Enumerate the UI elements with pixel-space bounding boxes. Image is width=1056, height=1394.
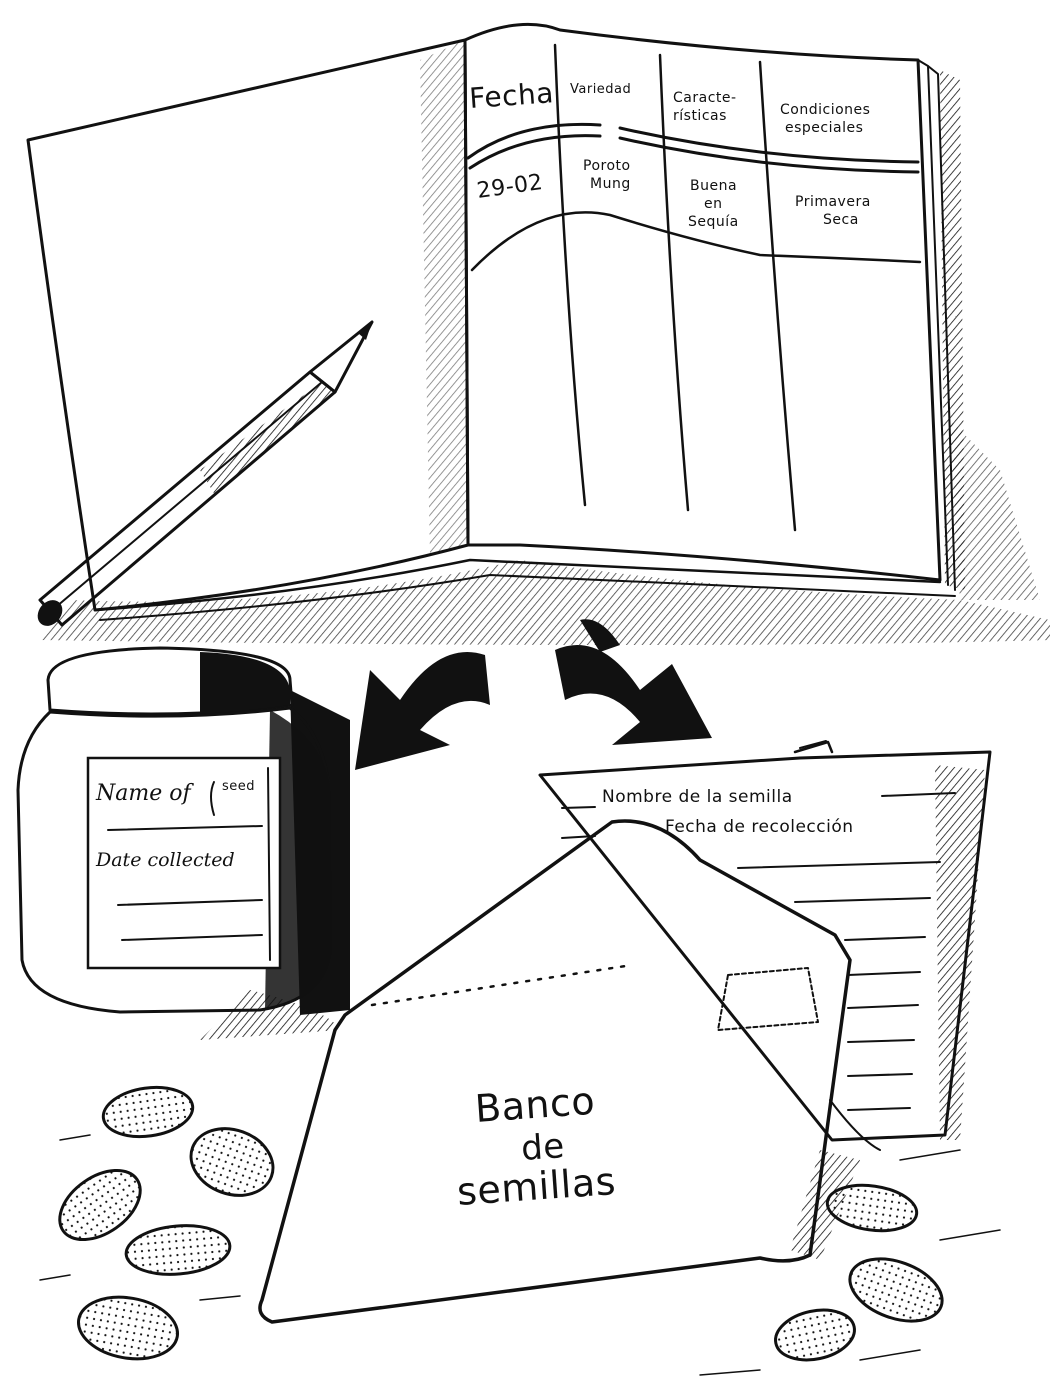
row-variedad-1: Poroto [583,158,631,174]
envelope-line-3: semillas [456,1159,618,1214]
header-condiciones-2: especiales [785,120,863,136]
header-variedad: Variedad [570,82,631,97]
form-fields: Nombre de la semilla Fecha de recolecció… [602,787,854,837]
envelope-line-1: Banco [474,1079,597,1131]
row-cond-2: Seca [823,212,859,228]
ledger-table: Fecha Variedad Caracte- rísticas Condici… [468,76,871,230]
pencil-icon [33,322,372,631]
envelope-text: Banco de semillas [456,1079,618,1214]
open-book-icon [28,24,1050,645]
row-cond-1: Primavera [795,194,871,210]
form-seed-name: Nombre de la semilla [602,787,793,807]
row-variedad-2: Mung [590,176,631,192]
header-condiciones-1: Condiciones [780,102,870,118]
header-caracteristicas-1: Caracte- [673,90,737,106]
row-caract-2: en [704,196,723,212]
form-collection-date: Fecha de recolección [665,817,854,837]
row-caract-1: Buena [690,178,737,194]
jar-name-value: seed [222,779,255,794]
header-fecha: Fecha [468,76,555,115]
row-caract-3: Sequía [688,214,739,230]
jar-name-of: Name of [95,781,194,806]
seed-jar-icon [18,648,350,1040]
header-caracteristicas-2: rísticas [673,108,727,124]
row-fecha: 29-02 [475,170,544,204]
envelope-icon [260,821,880,1322]
jar-date-collected: Date collected [95,849,235,871]
